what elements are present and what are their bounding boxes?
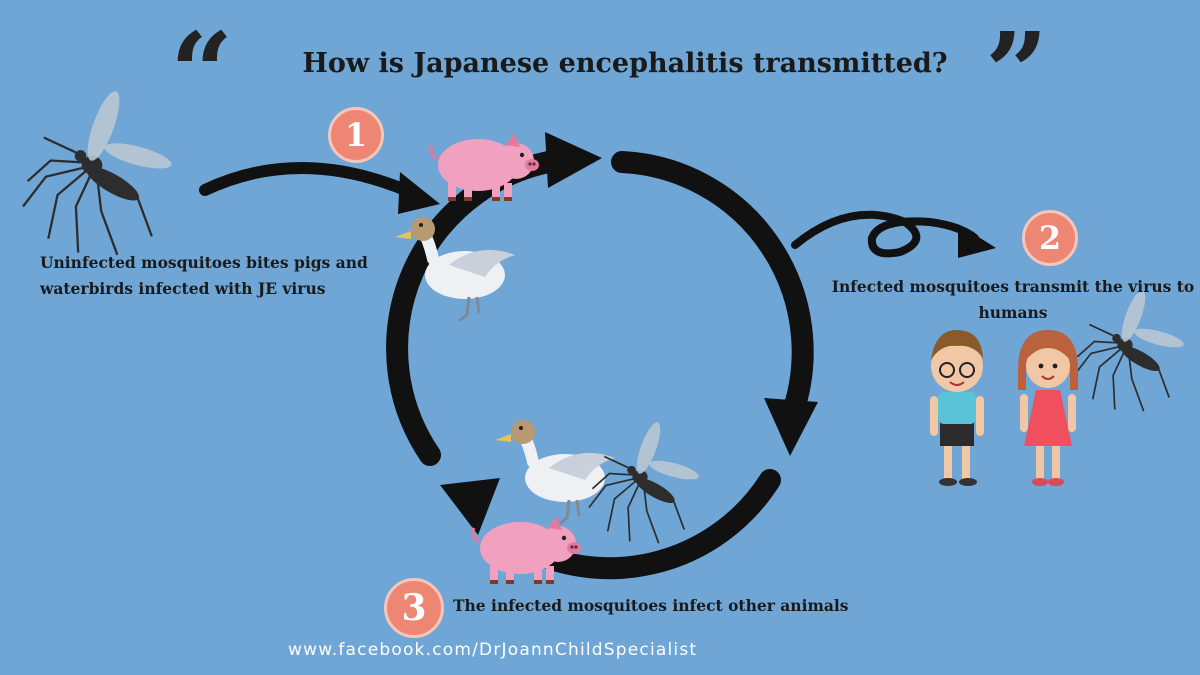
step-2-caption: Infected mosquitoes transmit the virus t… <box>831 277 1195 322</box>
boy-icon <box>930 330 984 486</box>
step-1-badge: 1 <box>328 107 384 163</box>
step-3-caption: The infected mosquitoes infect other ani… <box>453 596 849 615</box>
mosquito-icon <box>588 418 702 545</box>
step-3-badge: 3 <box>384 578 444 638</box>
footer-url: www.facebook.com/DrJoannChildSpecialist <box>288 640 698 660</box>
waterbird-icon <box>495 420 615 524</box>
mosquito-icon <box>21 86 175 256</box>
cycle-arrowhead-bottom-left <box>440 478 500 535</box>
exit-arrowhead <box>958 224 996 258</box>
cycle-arrow-top <box>611 151 814 431</box>
step-2-badge: 2 <box>1022 210 1078 266</box>
entry-arrow <box>199 162 416 198</box>
close-quote-icon: ” <box>985 8 1049 137</box>
entry-arrowhead <box>398 172 440 214</box>
exit-arrow <box>791 210 979 258</box>
girl-icon <box>1018 330 1078 486</box>
open-quote-icon: “ <box>170 8 234 137</box>
cycle-arrowhead-top <box>545 132 602 188</box>
step-1-caption: Uninfected mosquitoes bites pigs and wat… <box>40 253 368 298</box>
cycle-arrowhead-right <box>764 398 818 456</box>
page-title: How is Japanese encephalitis transmitted… <box>302 48 948 79</box>
